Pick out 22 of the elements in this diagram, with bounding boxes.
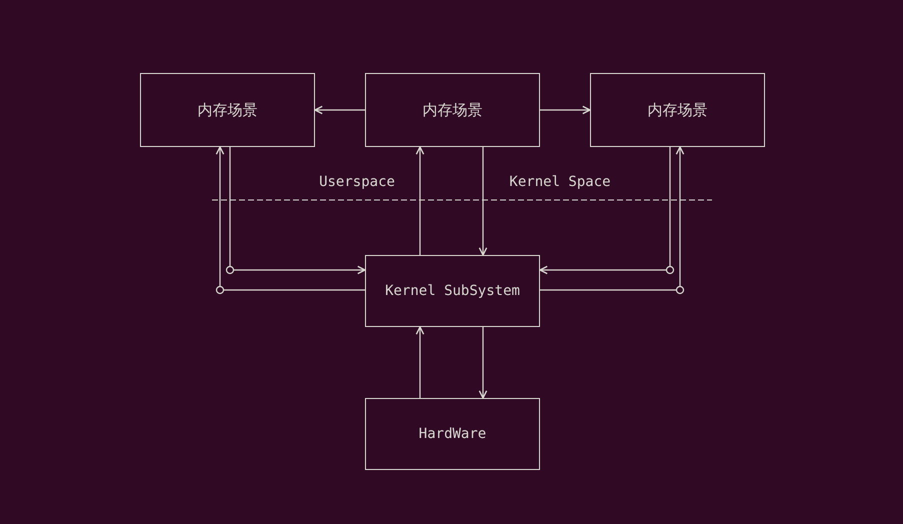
box-label: 内存场景: [422, 100, 482, 120]
process-box: [365, 398, 540, 470]
box-label: 内存场景: [648, 100, 708, 120]
arrow: [478, 147, 488, 256]
region-label: Userspace: [319, 174, 395, 190]
region-label: Kernel Space: [509, 174, 611, 190]
arrow: [540, 106, 591, 114]
arrow: [229, 147, 366, 274]
process-box: [365, 255, 540, 327]
arrow: [539, 147, 671, 274]
arrow: [314, 106, 365, 114]
arrow: [216, 146, 365, 291]
box-label: 内存场景: [198, 100, 258, 120]
arrow: [540, 146, 684, 291]
arrow: [478, 327, 488, 399]
box-label: HardWare: [418, 426, 486, 442]
process-box: [140, 73, 315, 147]
box-label: Kernel SubSystem: [385, 283, 520, 299]
process-box: [365, 73, 540, 147]
process-box: [590, 73, 765, 147]
arrow: [416, 326, 424, 398]
arrow: [416, 146, 424, 255]
